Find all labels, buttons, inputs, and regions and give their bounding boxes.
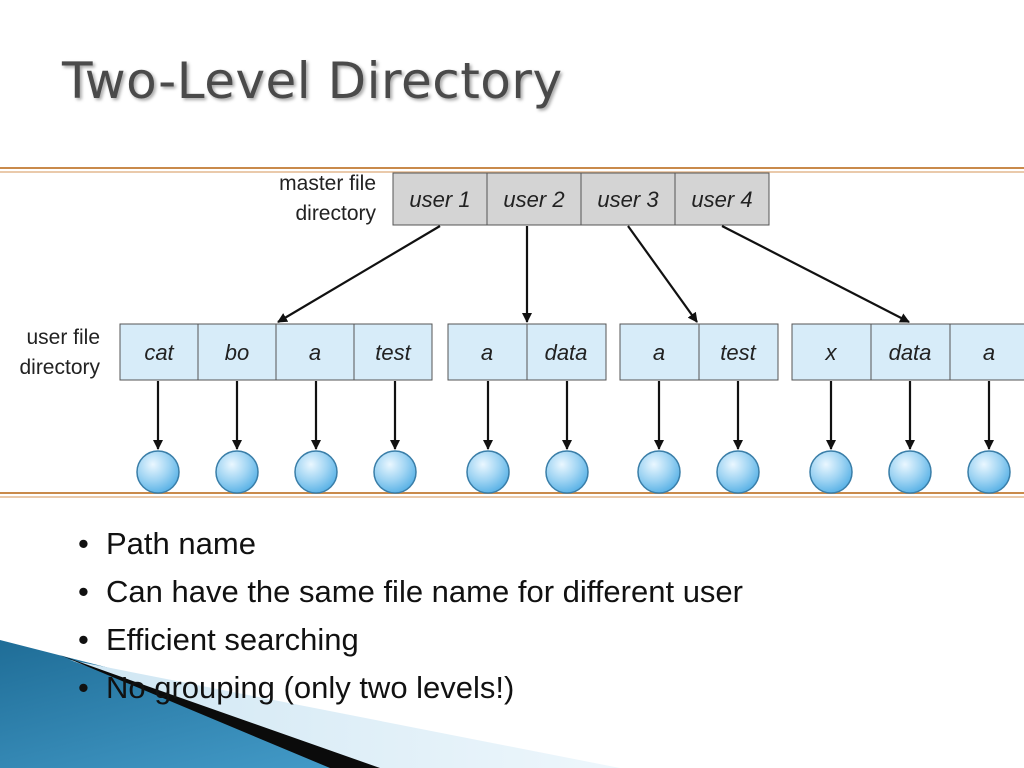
file-node — [888, 450, 932, 494]
bullet-item: • Efficient searching — [78, 616, 743, 664]
master-to-user-arrows — [277, 225, 910, 323]
master-label-line-2: directory — [295, 202, 376, 225]
file-node — [637, 450, 681, 494]
bullet-text: Can have the same file name for differen… — [106, 574, 743, 609]
bullet-dot: • — [78, 526, 89, 561]
corner-swoosh-decoration — [0, 640, 620, 768]
bullet-dot: • — [78, 622, 89, 657]
user-directory-4: x data a — [791, 323, 1024, 381]
master-file-directory-label: master file directory — [279, 172, 376, 225]
entry-to-file-arrows — [153, 381, 994, 450]
user-file-directory-label: user file directory — [19, 326, 100, 379]
file-node — [466, 450, 510, 494]
user-label-line-2: directory — [19, 356, 100, 379]
file-entry-a: a — [653, 340, 665, 365]
file-node — [373, 450, 417, 494]
bullet-dot: • — [78, 670, 89, 705]
file-node — [716, 450, 760, 494]
master-directory: user 1 user 2 user 3 user 4 — [392, 172, 770, 226]
master-entry-user-4: user 4 — [691, 187, 752, 212]
file-node — [294, 450, 338, 494]
file-entry-bo: bo — [225, 340, 249, 365]
two-level-directory-diagram: master file directory user file director… — [0, 167, 1024, 498]
bullet-text: No grouping (only two levels!) — [106, 670, 515, 705]
file-node — [809, 450, 853, 494]
bullet-item: • No grouping (only two levels!) — [78, 664, 743, 712]
file-entry-test: test — [375, 340, 411, 365]
bullet-list: • Path name • Can have the same file name … — [78, 520, 743, 712]
bullet-text: Path name — [106, 526, 256, 561]
file-entry-data: data — [545, 340, 588, 365]
master-entry-user-3: user 3 — [597, 187, 659, 212]
file-entry-a: a — [309, 340, 321, 365]
master-entry-user-2: user 2 — [503, 187, 564, 212]
master-label-line-1: master file — [279, 172, 376, 195]
bullet-item: • Path name — [78, 520, 743, 568]
file-entry-a: a — [983, 340, 995, 365]
bullet-text: Efficient searching — [106, 622, 359, 657]
file-node — [136, 450, 180, 494]
file-entry-cat: cat — [144, 340, 174, 365]
user-directory-1: cat bo a test — [119, 323, 433, 381]
diagram-frame — [0, 167, 1024, 498]
file-entry-data: data — [889, 340, 932, 365]
slide-title: Two-Level Directory — [62, 52, 563, 110]
file-node — [215, 450, 259, 494]
file-node — [545, 450, 589, 494]
file-entry-test: test — [720, 340, 756, 365]
file-entry-a: a — [481, 340, 493, 365]
user-label-line-1: user file — [26, 326, 100, 349]
master-entry-user-1: user 1 — [409, 187, 470, 212]
bullet-item: • Can have the same file name for differe… — [78, 568, 743, 616]
bullet-dot: • — [78, 574, 89, 609]
file-nodes — [136, 450, 1011, 494]
user-directory-2: a data — [447, 323, 607, 381]
file-entry-x: x — [825, 340, 838, 365]
file-node — [967, 450, 1011, 494]
user-directory-3: a test — [619, 323, 779, 381]
